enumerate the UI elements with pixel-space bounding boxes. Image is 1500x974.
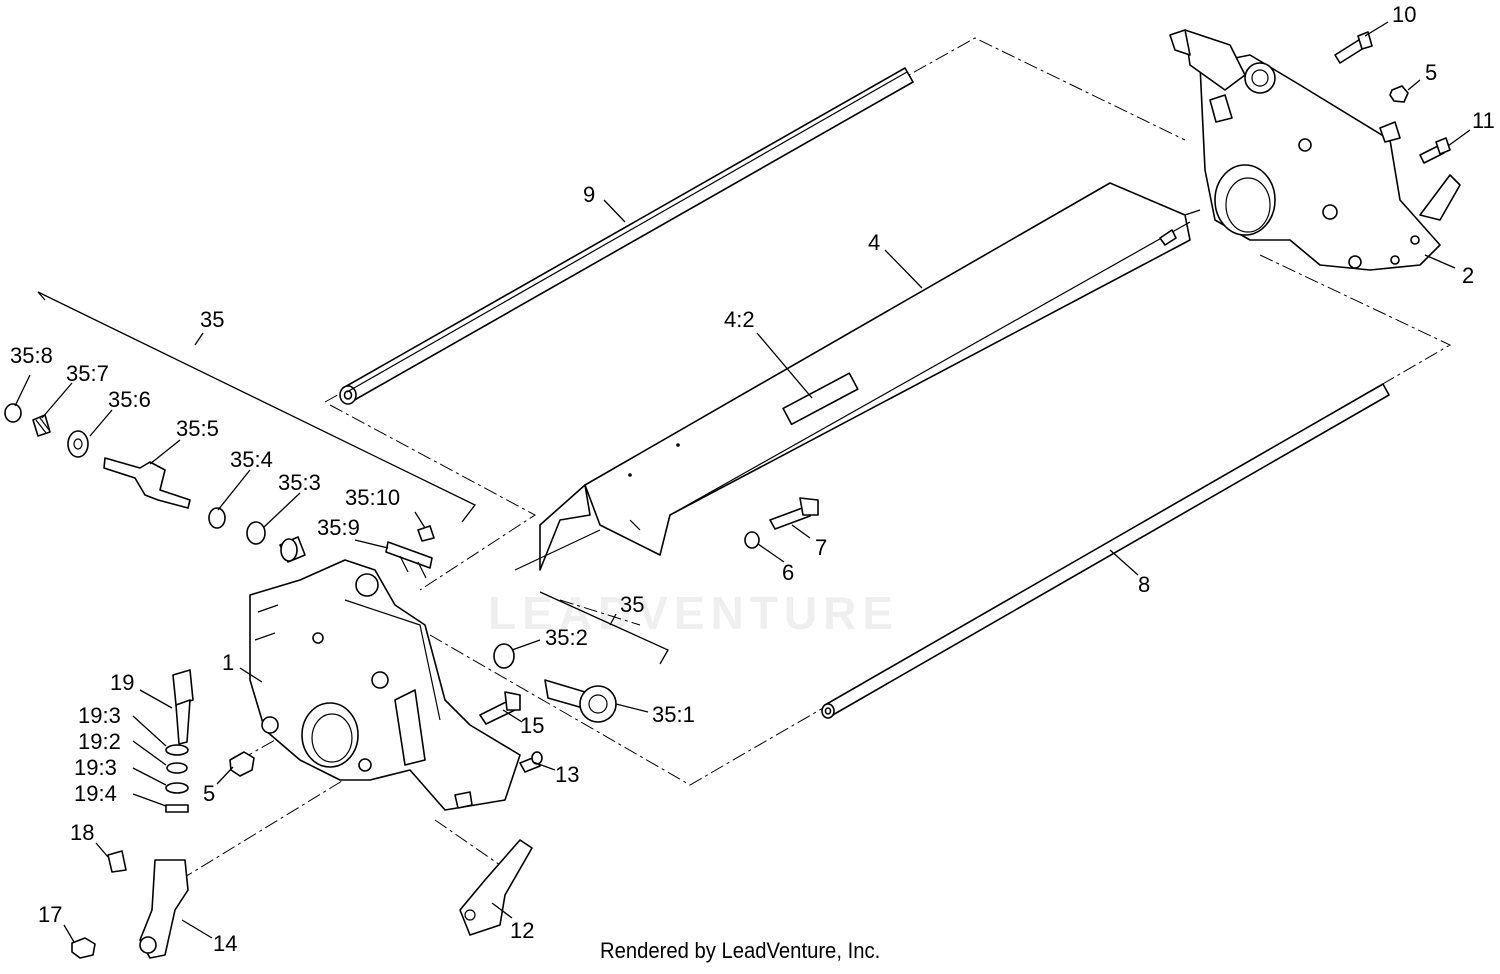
- part-1-bracket: [249, 559, 521, 811]
- label-13: 13: [555, 762, 579, 787]
- part-7-bolt: [769, 497, 819, 530]
- label-7: 7: [815, 535, 827, 560]
- label-1: 1: [222, 650, 234, 675]
- label-19-4: 19:4: [74, 781, 117, 806]
- part-13-bolt: [519, 751, 543, 773]
- leader-lines: [14, 21, 1471, 943]
- part-12-bracket: [459, 839, 533, 936]
- part-4-bracket: [514, 182, 1201, 571]
- part-35-1-gear-shaft: [544, 679, 617, 723]
- label-35-4: 35:4: [230, 447, 273, 472]
- label-35-9: 35:9: [317, 515, 360, 540]
- part-11-bolt: [1419, 137, 1451, 164]
- label-35-1: 35:1: [652, 702, 695, 727]
- part-35-5-shaft: [103, 457, 191, 509]
- footer-credit: Rendered by LeadVenture, Inc.: [600, 938, 881, 963]
- part-35-part-bushing: [279, 536, 306, 563]
- label-4: 4: [868, 230, 880, 255]
- label-5-bottom: 5: [203, 781, 215, 806]
- part-35-10-screw: [417, 525, 435, 542]
- part-35-3-ring: [246, 521, 266, 545]
- label-17: 17: [38, 902, 62, 927]
- part-35-6-washer: [67, 430, 89, 458]
- label-6: 6: [782, 560, 794, 585]
- label-35-bottom: 35: [620, 592, 644, 617]
- part-8-rod: [821, 383, 1390, 719]
- part-35-8-cap: [4, 403, 22, 423]
- label-4-2: 4:2: [724, 307, 755, 332]
- label-11: 11: [1472, 108, 1495, 133]
- part-35-7-spring: [32, 414, 51, 437]
- label-2: 2: [1462, 263, 1474, 288]
- part-19-bolt: [172, 669, 194, 745]
- label-19: 19: [110, 670, 134, 695]
- part-5-nut-bottom: [229, 751, 255, 777]
- part-15-bolt: [479, 691, 521, 725]
- label-12: 12: [510, 918, 534, 943]
- label-35-3: 35:3: [278, 470, 321, 495]
- label-5-top: 5: [1425, 60, 1437, 85]
- part-10-bolt: [1334, 31, 1373, 64]
- part-5-nut-top: [1389, 85, 1409, 103]
- part-35-2-bushing: [493, 643, 515, 669]
- label-35-5: 35:5: [176, 416, 219, 441]
- label-19-3-a: 19:3: [78, 703, 121, 728]
- group-bracket-35-top: [37, 291, 476, 523]
- label-35-top: 35: [200, 307, 224, 332]
- label-35-10: 35:10: [345, 485, 400, 510]
- part-35-4-clip: [208, 507, 226, 529]
- callout-labels: 10 5 11 2 9 4 4:2 35 35:8 35:7 35:6 35:5…: [10, 2, 1495, 956]
- label-9: 9: [583, 182, 595, 207]
- part-17-nut: [71, 937, 96, 959]
- label-35-7: 35:7: [66, 361, 109, 386]
- label-35-8: 35:8: [10, 343, 53, 368]
- watermark: LEADVENTURE: [488, 587, 900, 639]
- part-14-arm: [139, 859, 189, 959]
- part-35-9-plate: [385, 541, 433, 579]
- label-35-6: 35:6: [108, 387, 151, 412]
- part-18-bolt: [107, 850, 127, 873]
- label-19-2: 19:2: [78, 729, 121, 754]
- part-2-bracket: [1169, 29, 1461, 271]
- label-10: 10: [1392, 2, 1416, 27]
- group-bracket-35-bottom: [539, 591, 669, 665]
- label-14: 14: [213, 931, 237, 956]
- label-15: 15: [520, 713, 544, 738]
- label-19-3-b: 19:3: [74, 755, 117, 780]
- part-9-rod: [339, 67, 914, 405]
- part-6-washer: [744, 531, 760, 549]
- part-19-washers: [165, 744, 189, 813]
- label-35-2: 35:2: [545, 625, 588, 650]
- label-18: 18: [70, 820, 94, 845]
- label-8: 8: [1138, 572, 1150, 597]
